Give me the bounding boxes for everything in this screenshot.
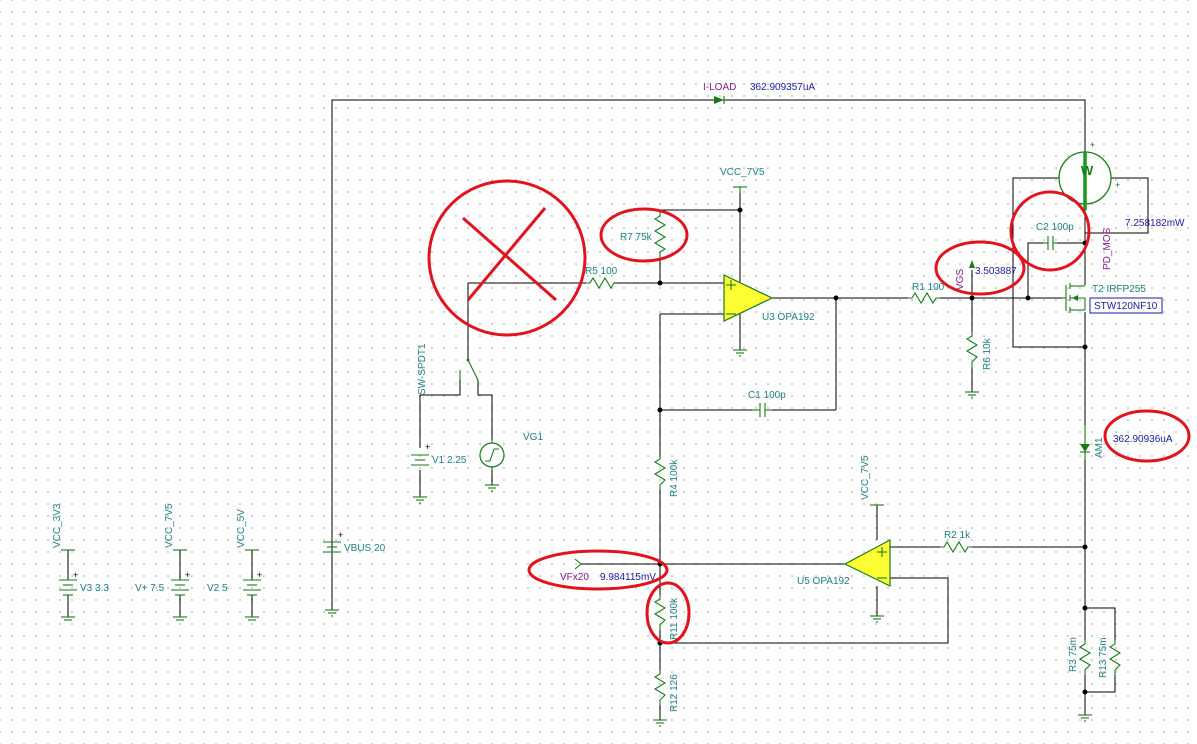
svg-text:+: + <box>257 570 262 580</box>
resistor-r6[interactable] <box>965 332 979 368</box>
junction-dots <box>657 207 1088 695</box>
iload-label: I-LOAD <box>703 82 736 93</box>
vplus-label: V+ 7.5 <box>135 583 165 594</box>
resistor-r5[interactable] <box>586 276 615 290</box>
highlight-c2 <box>1009 190 1091 272</box>
r5-label: R5 100 <box>585 266 618 277</box>
t2-part-label: STW120NF10 <box>1094 301 1158 312</box>
am1-label: AM1 <box>1094 437 1105 458</box>
power-value: 7.258182mW <box>1125 218 1185 229</box>
svg-text:+: + <box>1090 140 1095 150</box>
spdt-switch[interactable] <box>459 358 479 381</box>
wattmeter-label: W <box>1081 163 1094 178</box>
vcc-3v3-label: VCC_3V3 <box>52 503 63 548</box>
resistor-r7[interactable] <box>653 212 667 258</box>
vgs-label: VGS <box>955 269 966 290</box>
r13-label: R13 75m <box>1098 637 1109 678</box>
ground-v1 <box>413 496 427 504</box>
vcc-top-label: VCC_7V5 <box>720 167 765 178</box>
r12-label: R12 126 <box>669 674 680 712</box>
battery-vbus[interactable]: + <box>323 530 343 553</box>
r2-label: R2 1k <box>944 530 971 541</box>
ground-r6 <box>965 391 979 399</box>
iload-arrow-icon <box>714 96 724 104</box>
capacitor-c2[interactable] <box>1043 236 1057 250</box>
battery-v3[interactable]: + <box>59 549 78 621</box>
t2-label: T2 IRFP255 <box>1092 284 1146 295</box>
v3-label: V3 3.3 <box>80 583 109 594</box>
vfx-label: VFx20 <box>560 572 589 583</box>
signal-source-vg1[interactable] <box>479 440 505 470</box>
highlight-vfx <box>527 549 669 591</box>
t2-part-box <box>1089 297 1163 314</box>
u3-label: U3 OPA192 <box>762 312 815 323</box>
red-annotations <box>427 179 1191 645</box>
cross-out-mark <box>427 179 587 337</box>
svg-text:+: + <box>425 442 430 452</box>
opamp-u5[interactable] <box>843 539 891 587</box>
highlight-am1 <box>1103 409 1191 463</box>
ground-vg1 <box>485 484 499 492</box>
u5-label: U5 OPA192 <box>797 576 850 587</box>
iload-value: 362.909357uA <box>750 82 815 93</box>
svg-text:+: + <box>185 570 190 580</box>
ground-r12 <box>653 719 667 727</box>
pd-mos-label: PD_MOS <box>1102 227 1113 270</box>
r11-label: R11 100k <box>669 597 680 640</box>
r1-label: R1 100 <box>912 282 945 293</box>
battery-v2[interactable]: + <box>243 549 262 621</box>
highlight-r7 <box>599 207 689 263</box>
r6-label: R6 10k <box>982 337 993 370</box>
highlight-r11 <box>645 581 691 645</box>
vcc-u3-symbol <box>733 186 747 193</box>
wattmeter[interactable]: W + + <box>1058 140 1120 210</box>
ground-r3 <box>1078 714 1092 722</box>
vbus-label: VBUS 20 <box>344 543 386 554</box>
r7-label: R7 75k <box>620 232 653 243</box>
c2-label: C2 100p <box>1036 222 1074 233</box>
svg-text:+: + <box>1115 180 1120 190</box>
vgs-probe-icon <box>969 260 975 268</box>
battery-v1[interactable]: + <box>411 442 430 466</box>
vcc-5v-label: VCC_5V <box>236 509 247 548</box>
resistor-r12[interactable] <box>653 670 667 705</box>
c1-label: C1 100p <box>748 390 786 401</box>
battery-vplus[interactable]: + <box>171 549 190 621</box>
v1-label: V1 2.25 <box>432 455 467 466</box>
ammeter-am1[interactable] <box>1080 425 1090 460</box>
opamp-u3[interactable] <box>723 274 774 322</box>
vg1-label: VG1 <box>523 432 543 443</box>
resistor-r2[interactable] <box>940 540 972 554</box>
svg-text:+: + <box>73 570 78 580</box>
v2-label: V2 5 <box>207 583 228 594</box>
resistor-r4[interactable] <box>653 455 667 490</box>
svg-text:+: + <box>338 530 343 540</box>
r4-label: R4 100k <box>669 459 680 497</box>
ground-vbus <box>325 609 339 617</box>
vfx-probe-icon <box>574 558 660 570</box>
resistor-r3[interactable] <box>1078 640 1092 675</box>
wires <box>67 99 1149 720</box>
highlight-vgs <box>934 240 1026 296</box>
am1-value: 362.90936uA <box>1113 434 1173 445</box>
vgs-value: 3.503887 <box>975 266 1017 277</box>
resistor-r11[interactable] <box>653 595 667 630</box>
sw-label: SW-SPDT1 <box>417 343 428 395</box>
mosfet-t2[interactable] <box>1062 283 1086 313</box>
capacitor-c1[interactable] <box>752 403 772 417</box>
resistor-r1[interactable] <box>908 291 940 305</box>
vcc-7v5-label: VCC_7V5 <box>164 503 175 548</box>
vfx-value: 9.984115mV <box>600 572 656 583</box>
ground-u3 <box>733 349 747 357</box>
resistor-r13[interactable] <box>1108 640 1122 675</box>
ground-u5 <box>870 615 884 623</box>
r3-label: R3 75m <box>1068 637 1079 672</box>
vcc-u5-label: VCC_7V5 <box>860 455 871 500</box>
